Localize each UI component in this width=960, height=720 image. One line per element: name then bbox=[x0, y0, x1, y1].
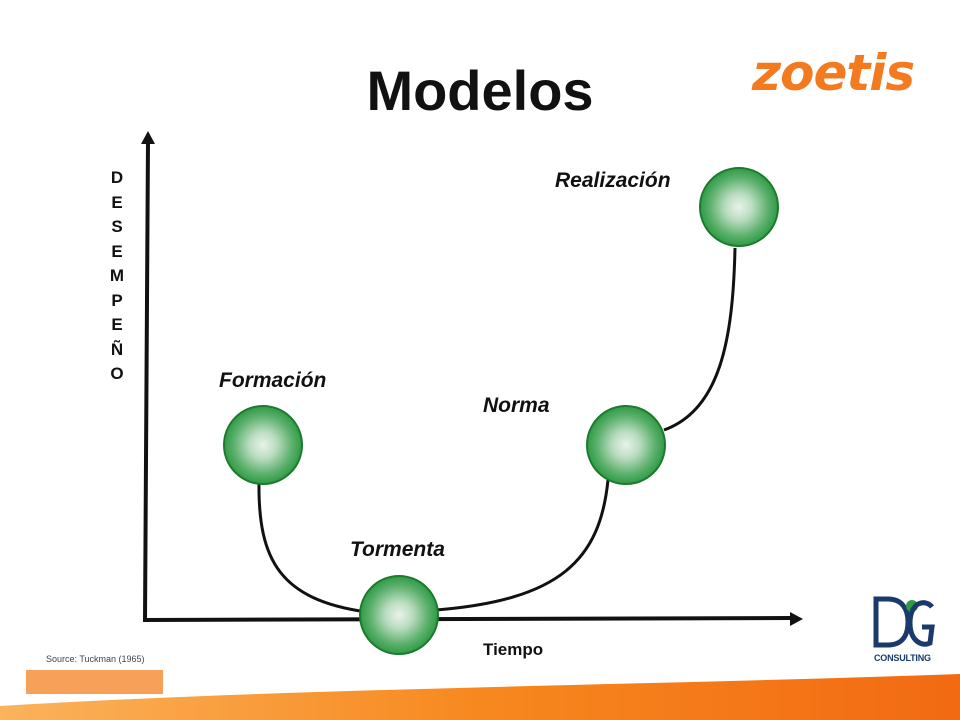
y-axis-letter: D bbox=[110, 168, 124, 187]
y-axis-label: D E S E M P E Ñ O bbox=[104, 166, 130, 387]
y-axis-letter: P bbox=[111, 290, 123, 310]
curve-formacion-tormenta bbox=[257, 481, 368, 614]
x-axis-arrowhead bbox=[790, 612, 803, 626]
y-axis-letter: M bbox=[109, 266, 125, 285]
dg-logo-g bbox=[907, 600, 935, 647]
y-axis-letter: E bbox=[111, 315, 123, 334]
curve-tormenta-norma bbox=[435, 479, 610, 612]
y-axis-letter: S bbox=[111, 217, 123, 236]
y-axis-arrowhead bbox=[141, 131, 155, 144]
node-formacion bbox=[223, 405, 303, 485]
label-formacion: Formación bbox=[219, 369, 327, 392]
dg-consulting-text: CONSULTING bbox=[874, 653, 931, 663]
y-axis-letter: E bbox=[111, 192, 123, 212]
footer-orange-box bbox=[26, 670, 163, 694]
slide-title: Modelos bbox=[366, 59, 594, 122]
x-axis-label: Tiempo bbox=[483, 640, 544, 659]
y-axis-letter: Ñ bbox=[110, 339, 124, 359]
node-realizacion bbox=[699, 167, 779, 247]
curve-norma-realizacion bbox=[663, 247, 737, 432]
footer-band bbox=[0, 674, 960, 720]
label-norma: Norma bbox=[483, 394, 550, 417]
y-axis-letter: E bbox=[111, 241, 123, 261]
zoetis-logo: zoetis TM bbox=[752, 44, 920, 106]
x-axis-line bbox=[142, 616, 793, 622]
zoetis-logo-tm: TM bbox=[902, 82, 911, 88]
y-axis-letter: O bbox=[110, 364, 124, 383]
node-norma bbox=[586, 405, 666, 485]
source-citation: Source: Tuckman (1965) bbox=[46, 654, 145, 664]
label-tormenta: Tormenta bbox=[350, 538, 445, 561]
label-realizacion: Realización bbox=[555, 169, 671, 192]
zoetis-logo-text: zoetis bbox=[752, 44, 915, 102]
y-axis-line bbox=[143, 139, 150, 621]
dg-logo-d bbox=[873, 596, 911, 648]
dg-consulting-logo bbox=[873, 596, 935, 648]
node-tormenta bbox=[359, 575, 439, 655]
